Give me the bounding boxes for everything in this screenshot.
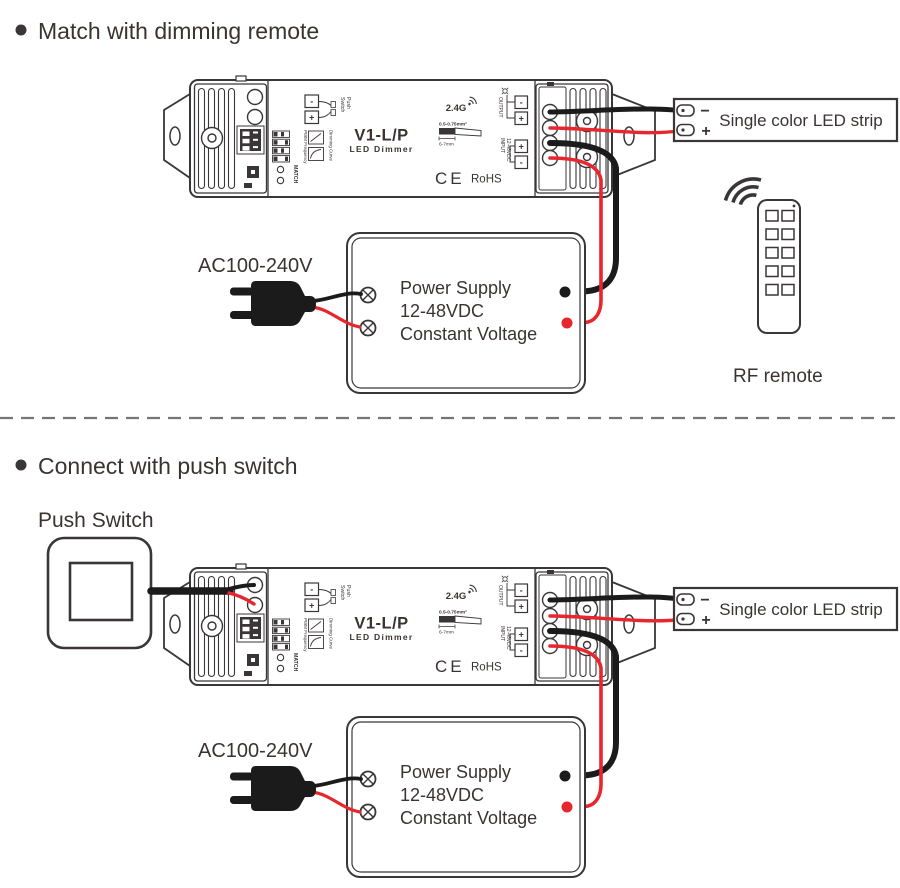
push-switch-button	[68, 561, 134, 622]
rf-wave-icon-1	[738, 193, 757, 206]
wire-output-red	[548, 614, 684, 623]
ac-voltage-label: AC100-240V	[198, 740, 313, 762]
ac-plug	[230, 281, 316, 326]
push-switch-label: Push Switch	[38, 509, 154, 532]
power-supply-box	[346, 232, 586, 394]
push-switch-wire-black	[227, 583, 256, 591]
wire-output-red	[548, 126, 684, 135]
plug-wire-red	[310, 305, 362, 329]
push-switch-wire-red	[227, 591, 256, 606]
psu-dc-terminal-red	[561, 801, 573, 813]
power-supply-box	[346, 716, 586, 878]
push-switch	[46, 536, 153, 650]
rf-wave-icon-3	[723, 177, 762, 202]
ac-voltage-label: AC100-240V	[198, 255, 313, 277]
psu-dc-terminal-black	[559, 770, 571, 782]
led-dimmer-device	[163, 75, 656, 198]
plug-wire-black	[310, 291, 363, 303]
wire-output-black	[547, 594, 685, 603]
wire-output-black	[547, 106, 685, 115]
section-match: Match with dimming remote AC100-240V	[15, 18, 899, 394]
bullet-icon	[15, 459, 27, 471]
remote-buttons	[765, 209, 795, 296]
remote-body	[757, 199, 801, 334]
rf-remote: RF remote	[723, 177, 823, 387]
rf-wave-icon-2	[731, 185, 759, 204]
ac-plug	[230, 766, 316, 811]
section-push-title: Connect with push switch	[38, 453, 298, 479]
bullet-icon	[15, 24, 27, 36]
led-dimmer-device	[163, 563, 656, 686]
rf-remote-label: RF remote	[733, 366, 823, 387]
single-color-led-strip	[672, 586, 899, 632]
psu-dc-terminal-red	[561, 317, 573, 329]
plug-wire-red	[310, 790, 362, 814]
remote-led	[792, 204, 796, 208]
section-match-title: Match with dimming remote	[38, 18, 319, 44]
single-color-led-strip	[672, 97, 899, 143]
section-push: Connect with push switch Push Switch AC1…	[15, 453, 899, 878]
plug-wire-black	[310, 776, 363, 788]
psu-dc-terminal-black	[559, 286, 571, 298]
